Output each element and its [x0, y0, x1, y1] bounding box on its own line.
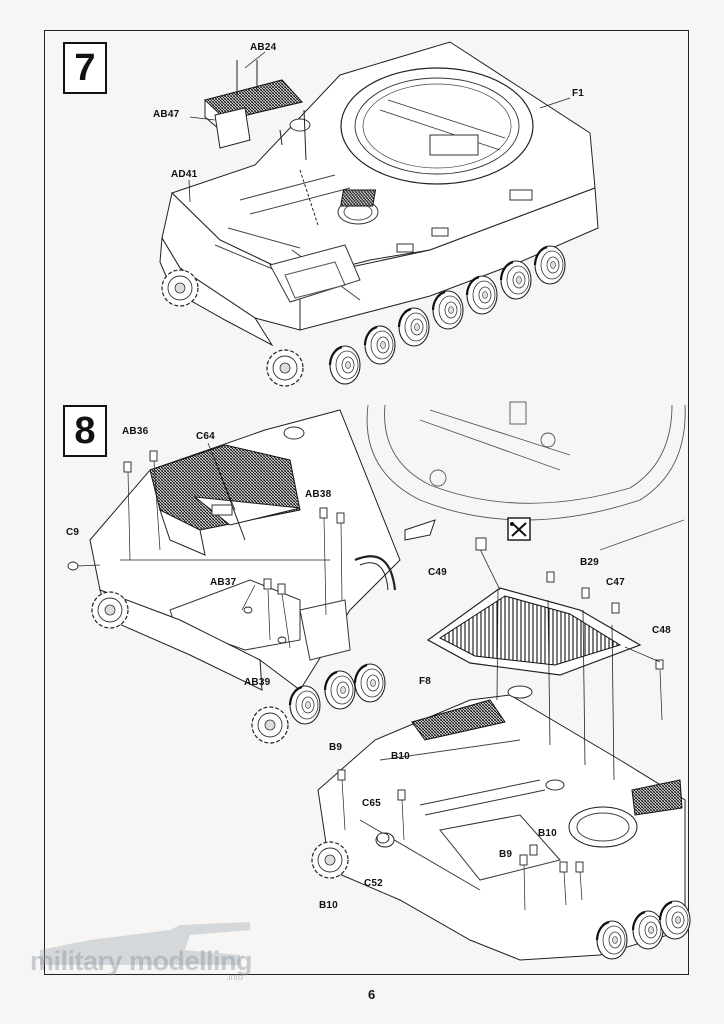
part-label-b10-right: B10 [538, 828, 557, 839]
step7-hull [159, 41, 599, 347]
part-label-b9-upper: B9 [329, 742, 343, 753]
part-label-c64: C64 [196, 431, 215, 442]
part-label-ad41: AD41 [171, 169, 198, 180]
part-label-c49: C49 [428, 567, 447, 578]
watermark-tank-silhouette [40, 922, 250, 965]
part-label-c52: C52 [364, 878, 383, 889]
step-8-number: 8 [63, 405, 107, 457]
part-label-ab39: AB39 [244, 677, 271, 688]
step7-leader-lines [188, 51, 571, 203]
page-number: 6 [368, 987, 376, 1002]
part-label-f8: F8 [419, 676, 432, 687]
part-label-ab47: AB47 [153, 109, 180, 120]
part-label-b29: B29 [580, 557, 599, 568]
f8-grille-part [426, 544, 642, 781]
watermark-text: military modelling [30, 946, 253, 976]
part-label-c65: C65 [362, 798, 381, 809]
step-7-number: 7 [63, 42, 107, 94]
part-label-b9-lower: B9 [499, 849, 513, 860]
part-label-c48: C48 [652, 625, 671, 636]
part-label-ab38: AB38 [305, 489, 332, 500]
part-label-ab24: AB24 [250, 42, 277, 53]
step8-hull-left [89, 409, 436, 691]
part-label-c47: C47 [606, 577, 625, 588]
step8-leader-lines-right [341, 646, 663, 911]
part-label-ab37: AB37 [210, 577, 237, 588]
sprue-cutter-icon [507, 517, 531, 541]
part-label-b10-lower: B10 [319, 900, 338, 911]
step8-small-parts-right [337, 537, 664, 873]
step8-leader-lines-left [77, 442, 343, 649]
part-label-b10-upper: B10 [391, 751, 410, 762]
step8-small-parts-left [67, 450, 345, 644]
part-label-ab36: AB36 [122, 426, 149, 437]
watermark-subtext: .info [226, 972, 244, 982]
step8-hull-right [317, 685, 686, 961]
part-label-f1: F1 [572, 88, 585, 99]
page-frame [44, 30, 689, 975]
part-label-c9: C9 [66, 527, 80, 538]
